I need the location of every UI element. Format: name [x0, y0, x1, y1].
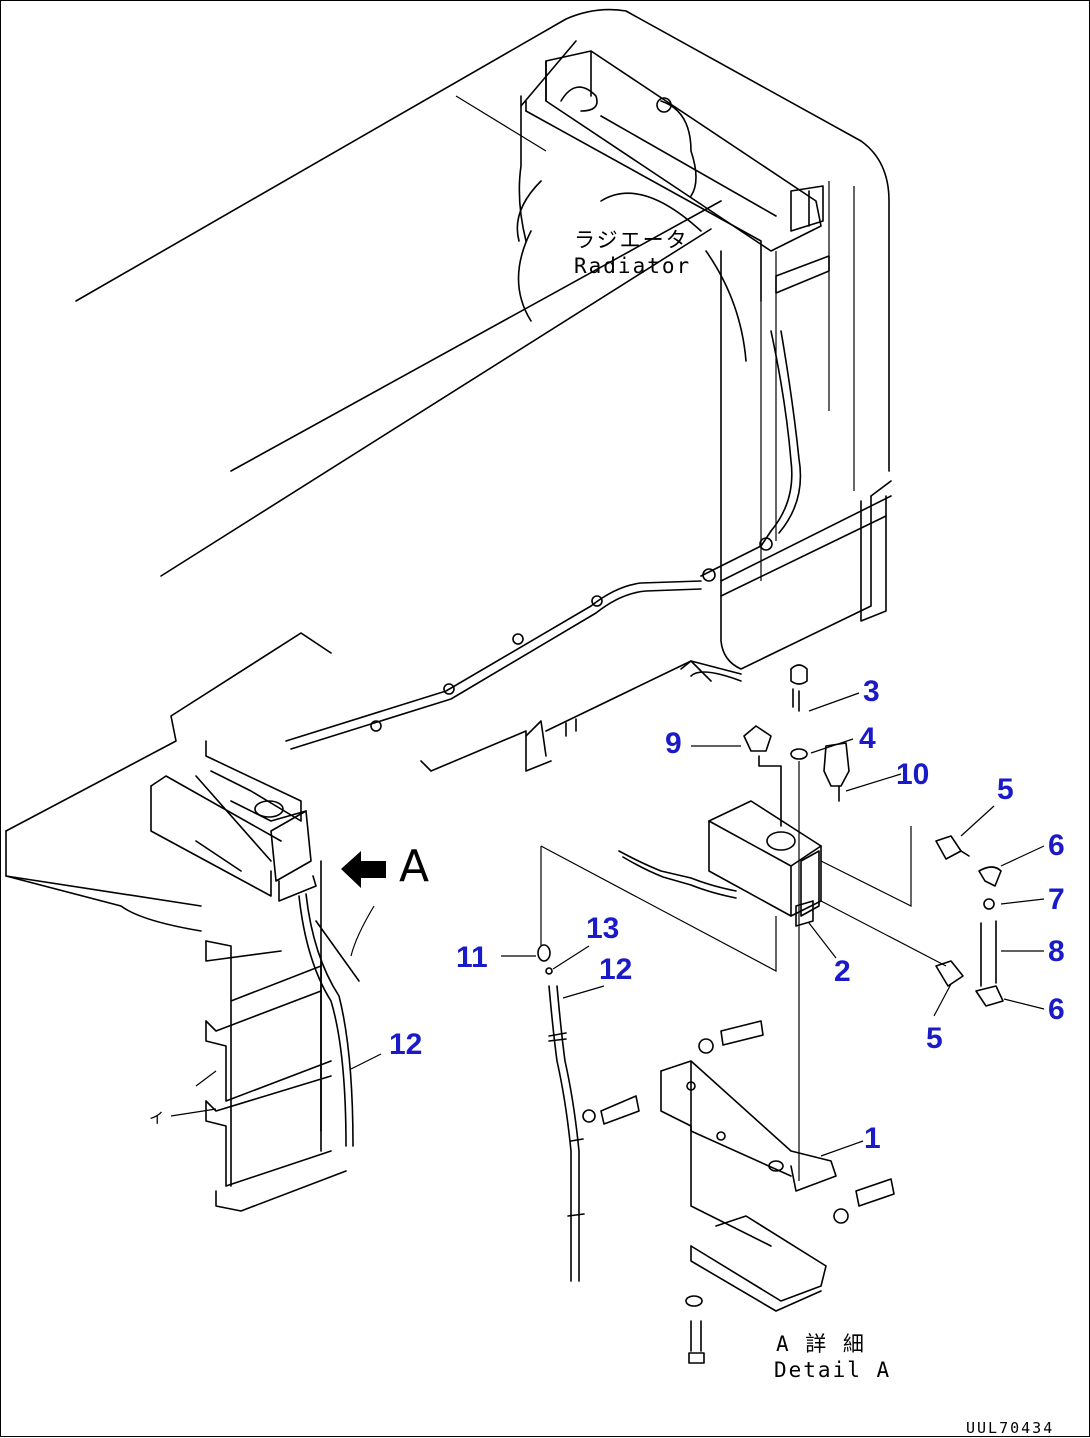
- callout-1: 1: [864, 1122, 881, 1155]
- view-arrow-a: [341, 851, 386, 888]
- ladder: [205, 940, 347, 1212]
- callout-11: 11: [456, 941, 488, 974]
- callout-5-top: 5: [997, 773, 1014, 806]
- callout-2: 2: [834, 955, 851, 988]
- callout-6-top: 6: [1048, 829, 1065, 862]
- callout-7: 7: [1048, 883, 1065, 916]
- callout-10: 10: [896, 758, 929, 791]
- leader-lines: [350, 692, 1045, 1157]
- callout-5-bottom: 5: [926, 1022, 943, 1055]
- detail-label-jp: A 詳 細: [776, 1332, 866, 1356]
- washer-tube-routing: [285, 330, 802, 750]
- exploded-parts: [170, 664, 1004, 1364]
- radiator-label-en: Radiator: [574, 254, 691, 278]
- callout-8: 8: [1048, 935, 1065, 968]
- callout-6-bottom: 6: [1048, 993, 1065, 1026]
- radiator-label-jp: ラジエータ: [574, 228, 689, 252]
- callout-3: 3: [863, 675, 880, 708]
- installed-washer-tank: [150, 740, 360, 1147]
- vehicle-body: [5, 8, 890, 932]
- radiator: [516, 50, 892, 670]
- view-label-a: A: [399, 841, 429, 892]
- drawing-code: UUL70434: [966, 1419, 1054, 1437]
- callout-numbers: 1 2 3 4 5 5 6 6 7 8 9 10 11 12 12 13: [389, 675, 1065, 1155]
- callout-13: 13: [586, 912, 619, 945]
- callout-12-hose: 12: [599, 953, 632, 986]
- callout-4: 4: [859, 722, 876, 755]
- callout-9: 9: [665, 727, 682, 760]
- small-mark-label: イ: [149, 1109, 166, 1127]
- callout-12-left: 12: [389, 1028, 422, 1061]
- detail-label-en: Detail A: [774, 1358, 891, 1382]
